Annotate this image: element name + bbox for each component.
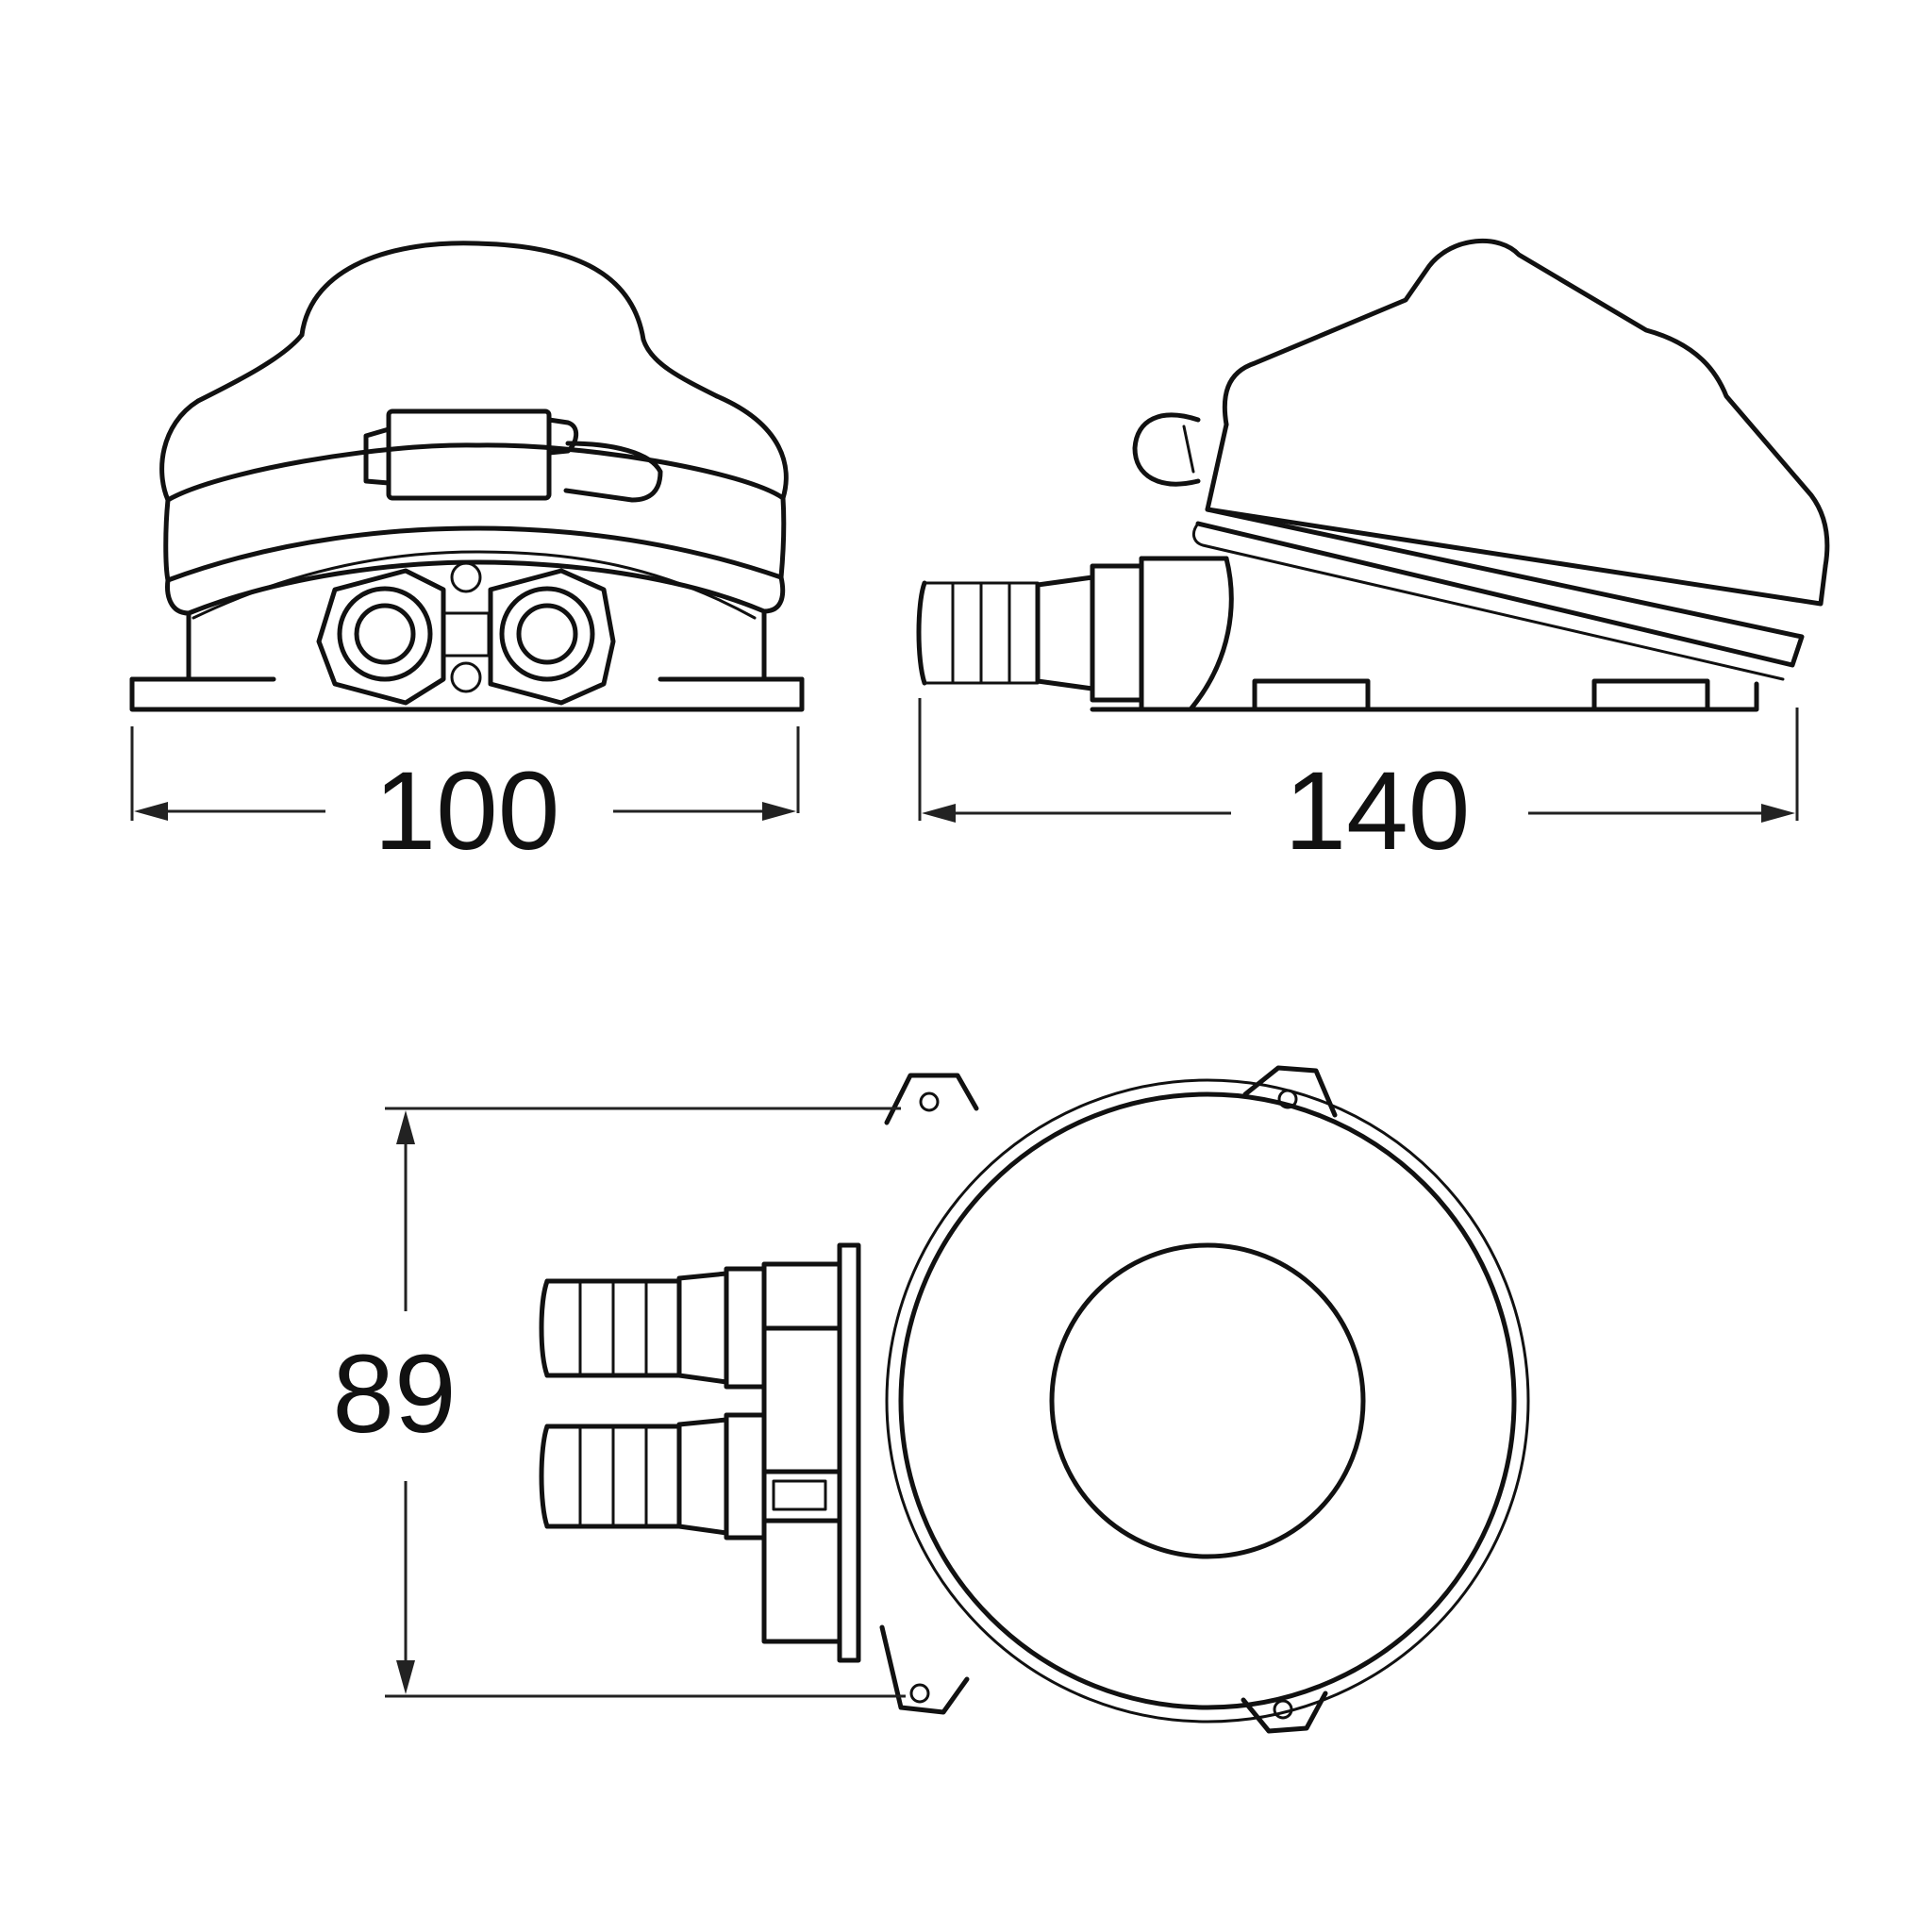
top-height-dimension: 89 — [332, 1107, 906, 1698]
side-length-dimension: 140 — [918, 698, 1799, 874]
side-view — [916, 238, 1830, 712]
top-view — [539, 1065, 1530, 1734]
front-width-dimension: 100 — [130, 726, 800, 874]
dimension-label-height: 89 — [332, 1332, 456, 1457]
dimension-label-width: 100 — [375, 749, 560, 874]
dimension-label-length: 140 — [1285, 749, 1471, 874]
front-view — [129, 241, 805, 712]
